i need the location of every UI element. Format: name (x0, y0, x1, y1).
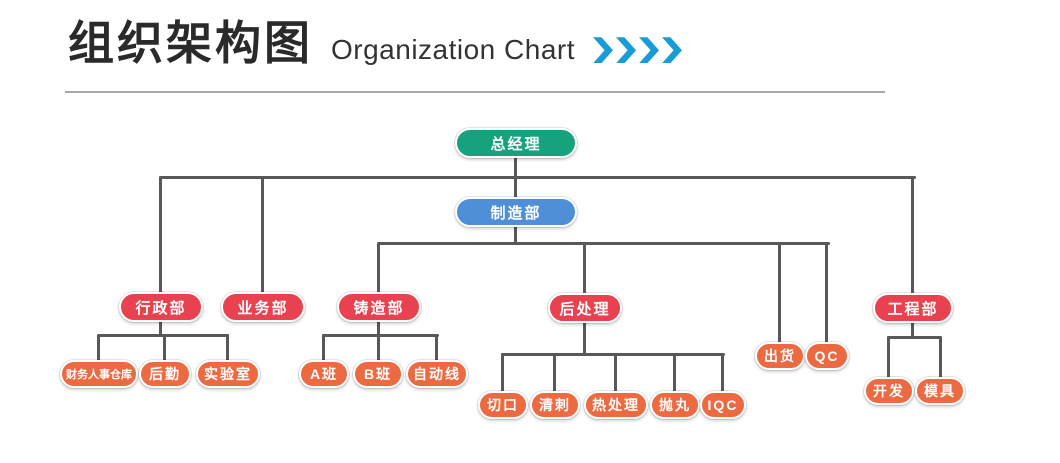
org-node-ship: 出货 (755, 342, 805, 370)
org-node-mold: 模具 (915, 377, 965, 405)
connector-line (435, 334, 438, 361)
connector-line (911, 322, 914, 338)
connector-line (721, 353, 724, 392)
connector-line (377, 334, 380, 361)
connector-line (160, 176, 916, 179)
org-node-qc: QC (805, 342, 849, 370)
connector-line (778, 242, 781, 343)
org-node-casting: 铸造部 (337, 292, 421, 322)
connector-line (583, 242, 586, 294)
chevron-icon (593, 37, 614, 64)
connector-line (322, 334, 325, 361)
connector-line (377, 242, 380, 293)
connector-line (322, 334, 439, 337)
org-node-auto: 自动线 (406, 360, 468, 388)
org-node-fin: 财务人事仓库 (60, 360, 138, 388)
connector-line (614, 353, 617, 392)
org-node-gm: 总经理 (455, 128, 577, 158)
connector-line (887, 336, 890, 378)
connector-line (97, 334, 100, 361)
connector-line (226, 334, 229, 361)
page-subtitle: Organization Chart (331, 34, 576, 65)
connector-line (261, 176, 264, 293)
org-node-dev: 开发 (864, 377, 914, 405)
connector-line (825, 242, 828, 343)
connector-line (378, 242, 830, 245)
header-divider (65, 91, 885, 93)
connector-line (501, 353, 504, 392)
chevron-icon (639, 37, 660, 64)
org-node-iqc: IQC (700, 391, 746, 419)
connector-line (583, 322, 586, 355)
org-node-logi: 后勤 (139, 360, 191, 388)
chevron-arrows-icon (593, 37, 683, 64)
connector-line (159, 176, 162, 293)
connector-line (514, 176, 517, 199)
org-node-cut: 切口 (478, 391, 528, 419)
connector-line (939, 336, 942, 378)
connector-line (501, 353, 725, 356)
connector-line (887, 336, 942, 339)
org-node-mfg: 制造部 (455, 197, 577, 227)
org-node-admin: 行政部 (119, 292, 203, 322)
org-node-shot: 抛丸 (650, 391, 700, 419)
connector-line (911, 176, 914, 294)
org-node-classB: B班 (353, 360, 403, 388)
page-header: 组织架构图 Organization Chart (68, 18, 1000, 69)
connector-line (514, 226, 517, 245)
org-node-heat: 热处理 (584, 391, 648, 419)
page-title: 组织架构图 (68, 17, 313, 69)
chevron-icon (616, 37, 637, 64)
connector-line (673, 353, 676, 392)
org-node-post: 后处理 (548, 293, 622, 323)
org-node-deburr: 清刺 (530, 391, 580, 419)
chevron-icon (662, 37, 683, 64)
connector-line (553, 353, 556, 392)
connector-line (159, 321, 162, 336)
org-node-eng: 工程部 (873, 293, 953, 323)
connector-line (514, 157, 517, 178)
connector-line (163, 334, 166, 361)
org-node-classA: A班 (299, 360, 349, 388)
connector-line (377, 321, 380, 336)
org-node-lab: 实验室 (196, 360, 260, 388)
org-node-sales: 业务部 (221, 292, 305, 322)
